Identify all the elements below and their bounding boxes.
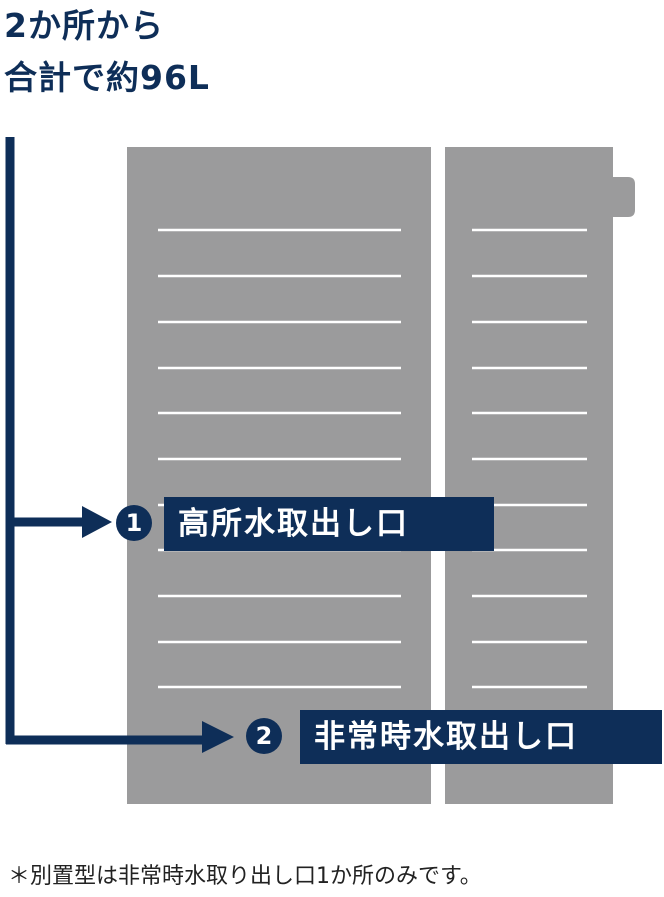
outlet-2-number-badge: 2 (246, 718, 282, 754)
tank-side-tab (612, 177, 635, 217)
headline-line-1: 2か所から (4, 6, 164, 45)
outlet-1-label: 高所水取出し口 (164, 497, 494, 551)
footnote: ＊別置型は非常時水取り出し口1か所のみです。 (8, 864, 482, 889)
tank-panel-left (127, 147, 431, 804)
outlet-1-number-badge: 1 (116, 505, 152, 541)
arrow-head-2 (202, 721, 234, 753)
headline: 2か所から 合計で約96L (4, 0, 210, 104)
arrow-head-1 (82, 506, 112, 538)
headline-line-2: 合計で約96L (4, 58, 210, 97)
tank-stripes-right (472, 228, 587, 689)
outlet-2-label: 非常時水取出し口 (300, 710, 662, 764)
tank-panel-right (445, 147, 613, 804)
